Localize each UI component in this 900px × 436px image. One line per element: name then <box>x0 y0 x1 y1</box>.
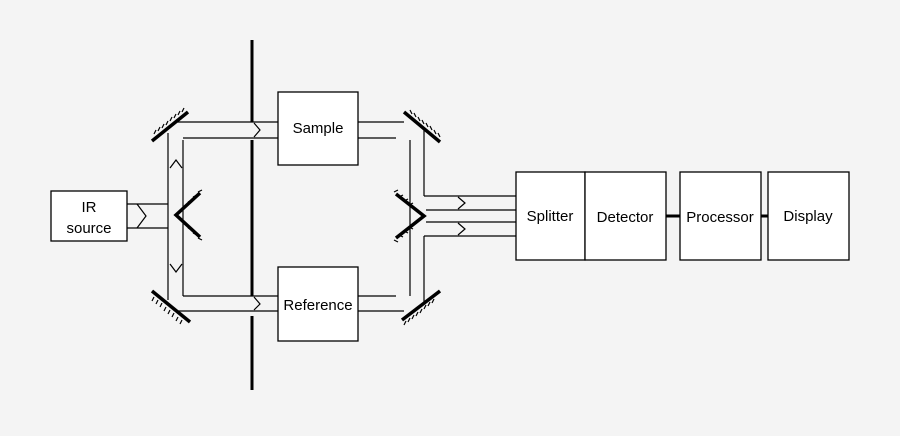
reference-box: Reference <box>277 266 359 342</box>
mirror-bottom-left <box>150 289 192 325</box>
mirror-center-right <box>393 189 427 243</box>
mirror-center-left <box>173 189 203 241</box>
arrow-top-right <box>253 122 261 138</box>
arrow-bottom-right <box>253 296 261 311</box>
display-label: Display <box>783 208 833 225</box>
arrow-splitter-upper <box>457 196 466 210</box>
arrow-down <box>169 263 183 273</box>
sample-label: Sample <box>293 120 344 137</box>
beam-direction-arrows <box>136 122 466 311</box>
processor-label: Processor <box>686 209 754 226</box>
mirror-top-right <box>402 109 442 144</box>
splitter-box: Splitter <box>515 171 586 261</box>
sample-box: Sample <box>277 91 359 166</box>
arrow-source-right <box>136 203 147 229</box>
arrow-splitter-lower <box>457 222 466 236</box>
ir-source-box: IR source <box>50 190 128 242</box>
arrow-up <box>169 159 183 169</box>
mirror-bottom-right <box>400 289 442 326</box>
beam-paths <box>127 121 516 312</box>
detector-box: Detector <box>584 171 667 261</box>
display-box: Display <box>767 171 850 261</box>
ir-source-label-line1: IR <box>82 199 97 216</box>
reference-label: Reference <box>283 297 352 314</box>
detector-label: Detector <box>597 209 654 226</box>
processor-box: Processor <box>679 171 762 261</box>
ir-source-label-line2: source <box>66 220 111 237</box>
mirror-top-left <box>150 107 190 143</box>
splitter-label: Splitter <box>527 208 574 225</box>
